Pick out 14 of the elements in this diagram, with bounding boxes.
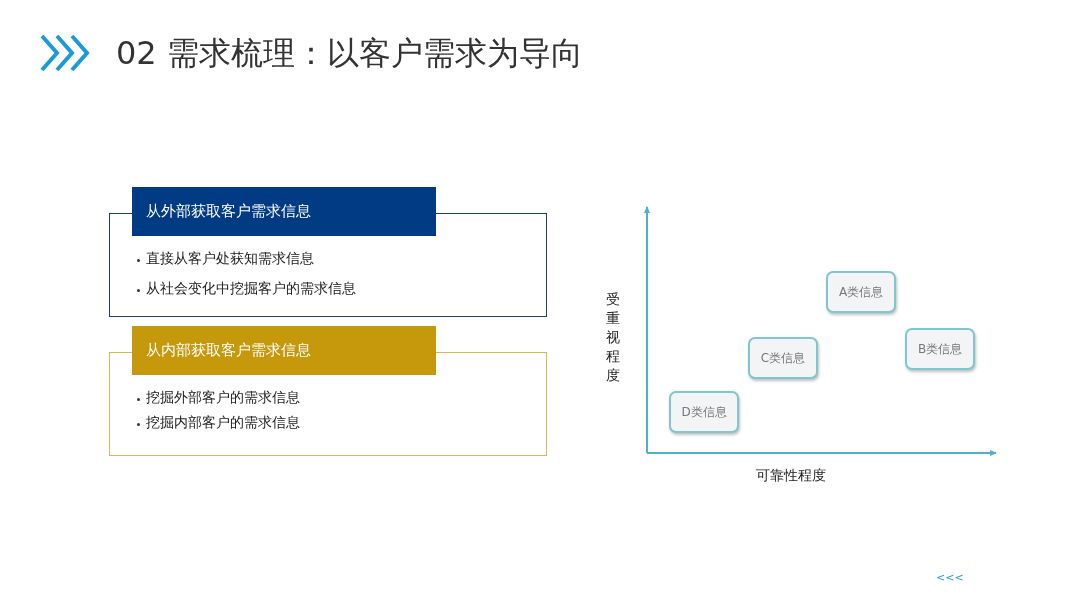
bullet-text: 挖掘内部客户的需求信息 <box>146 414 300 432</box>
panel-header: 从内部获取客户需求信息 <box>132 326 436 375</box>
slide-title: 02 需求梳理：以客户需求为导向 <box>116 33 583 74</box>
axis-title: 受重视程度 <box>606 290 621 385</box>
category-box: B类信息 <box>905 328 975 370</box>
axis-title: 可靠性程度 <box>756 467 826 485</box>
bullet-text: 直接从客户处获知需求信息 <box>146 250 314 268</box>
page-nav-link: <<< <box>936 571 964 584</box>
category-box: A类信息 <box>826 271 896 313</box>
category-box: D类信息 <box>669 391 739 433</box>
bullet-text: 从社会变化中挖掘客户的需求信息 <box>146 280 356 298</box>
bullet-text: 挖掘外部客户的需求信息 <box>146 389 300 407</box>
panel-header: 从外部获取客户需求信息 <box>132 187 436 236</box>
category-box: C类信息 <box>748 337 818 379</box>
